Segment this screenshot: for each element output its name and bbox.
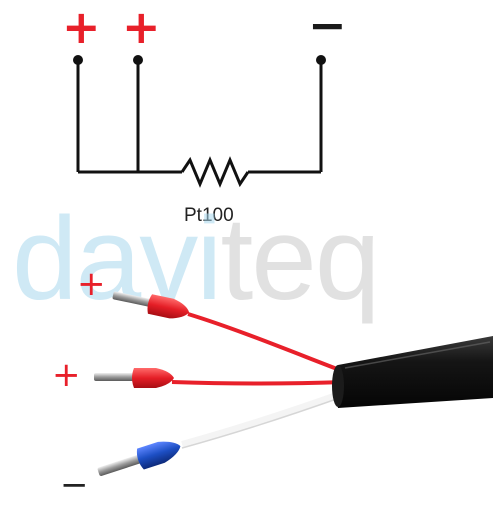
wire-white [181,389,347,447]
logo-watermark: daviteq [12,200,381,318]
ferrule-red-1-sleeve [147,294,190,319]
cable-sheath-highlight [344,341,491,369]
resistor-label: Pt100 [184,205,234,226]
terminal-2-dot [133,55,143,65]
ferrule-blue-pin [97,453,146,476]
ferrule-red-1 [112,291,190,319]
cable-sheath-body [336,336,493,408]
terminal-1-dot [73,55,83,65]
terminal-2-plus: + [122,0,161,54]
wire-2-plus: + [52,355,81,395]
wire-white-edge [181,395,346,449]
terminal-3-dot [316,55,326,65]
wire-1-plus: + [77,264,106,304]
ferrule-red-2-sleeve [132,368,174,388]
terminal-3-minus: − [308,0,347,52]
wire-3-minus: − [60,465,89,505]
wire-red-2 [171,380,346,386]
ferrule-blue-sleeve [136,441,181,470]
ferrule-red-2 [94,368,174,388]
ferrule-blue [97,441,181,476]
ferrule-red-2-pin [94,373,136,381]
logo-part2: teq [220,193,380,325]
wire-red-1 [187,312,346,374]
cable-sheath [332,336,493,408]
terminal-1-plus: + [62,0,101,54]
ferrule-red-1-pin [112,291,153,307]
cable-sheath-end [332,365,344,407]
schematic-wires [76,60,323,188]
resistor-symbol [180,156,250,188]
